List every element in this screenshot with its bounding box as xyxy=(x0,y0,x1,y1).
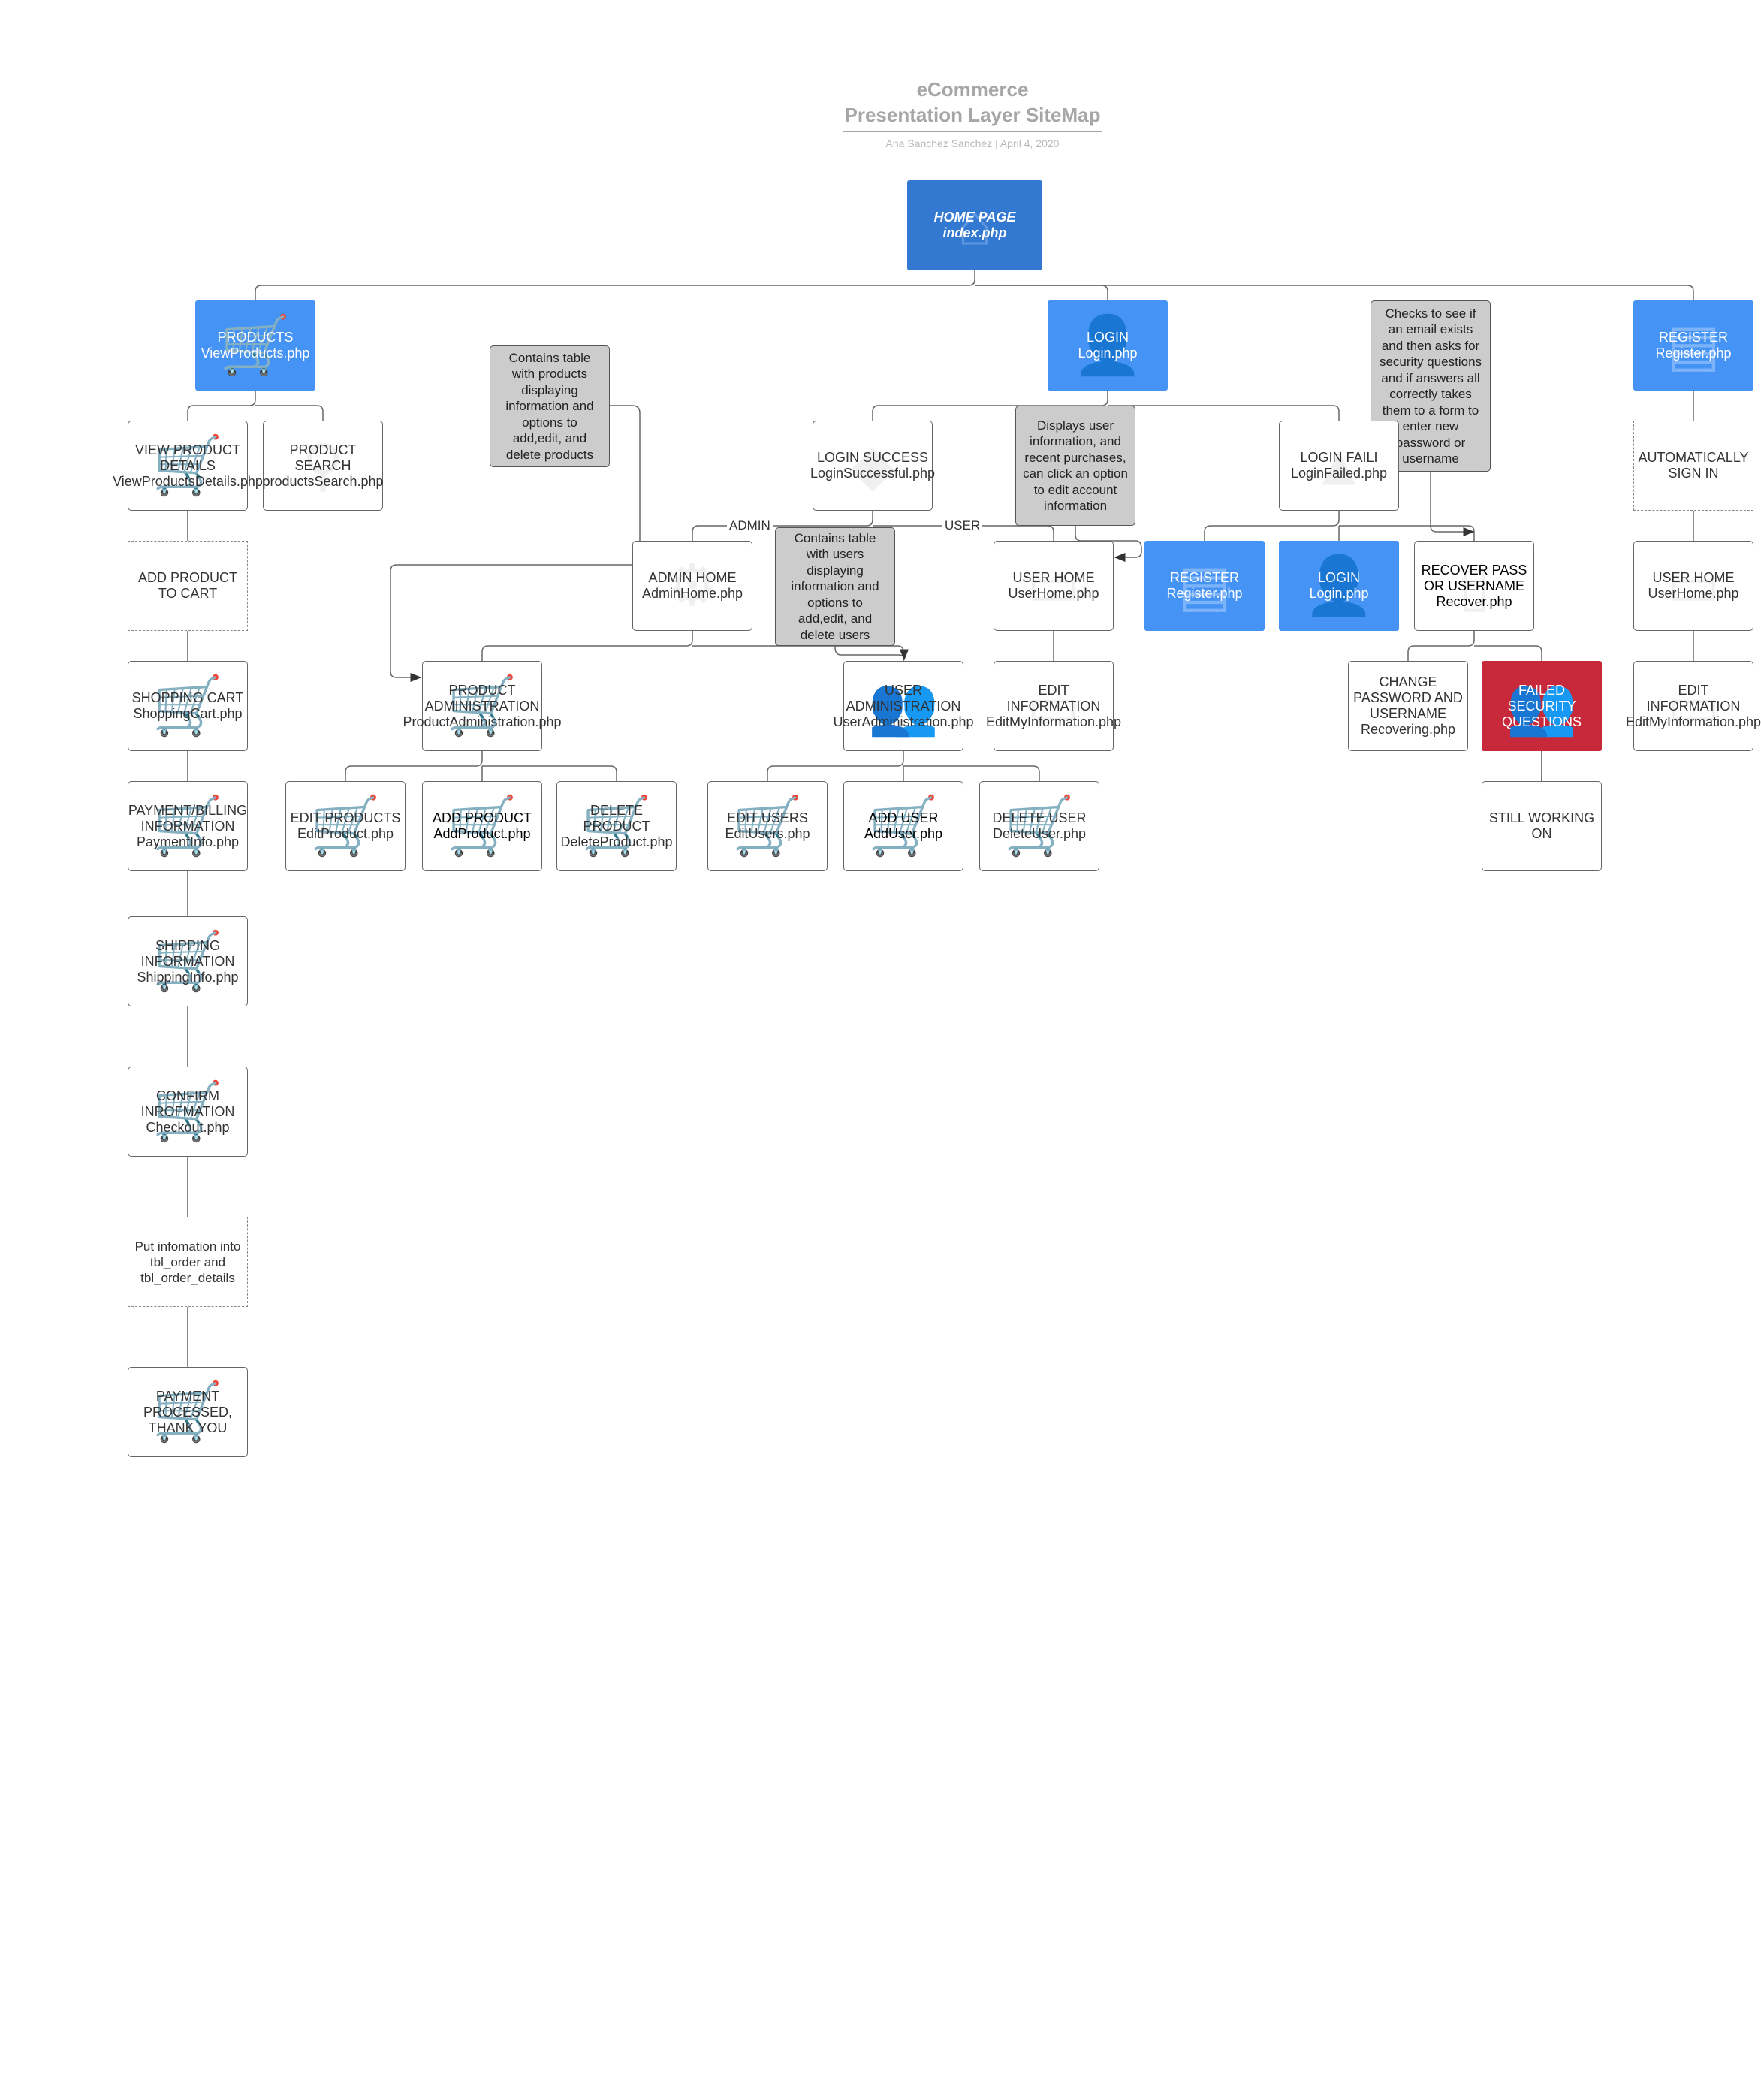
delete-product-node[interactable]: 🛒 DELETE PRODUCT DeleteProduct.php xyxy=(556,781,677,871)
admin-home-node[interactable]: ⚙ ADMIN HOME AdminHome.php xyxy=(632,541,752,631)
change-password-node[interactable]: CHANGE PASSWORD AND USERNAME Recovering.… xyxy=(1348,661,1468,751)
note-line: can click an option xyxy=(1023,466,1128,481)
edit-information-node-right[interactable]: ▭ EDIT INFORMATION EditMyInformation.php xyxy=(1626,661,1761,751)
note-line: correctly takes xyxy=(1389,387,1472,401)
shipping-info-node[interactable]: 🛒 SHIPPING INFORMATION ShippingInfo.php xyxy=(128,916,248,1006)
recover-node[interactable]: ▯ RECOVER PASS OR USERNAME Recover.php xyxy=(1414,541,1534,631)
user-home-node[interactable]: ▭ USER HOME UserHome.php xyxy=(994,541,1114,631)
note-line: Displays user xyxy=(1036,418,1114,433)
edit-information-node[interactable]: ▭ EDIT INFORMATION EditMyInformation.php xyxy=(986,661,1121,751)
view-product-details-node[interactable]: 🛒 VIEW PRODUCT DETAILS ViewProductsDetai… xyxy=(113,421,263,511)
note-line: with users xyxy=(806,547,864,562)
note-line: information xyxy=(1043,499,1108,513)
diagram-title: eCommerce xyxy=(916,78,1029,101)
login-node-2[interactable]: 👤 LOGIN Login.php xyxy=(1279,541,1399,631)
product-search-node[interactable]: ⚲ PRODUCT SEARCH productsSearch.php xyxy=(262,421,384,511)
still-working-node[interactable]: STILL WORKING ON xyxy=(1482,781,1602,871)
add-to-cart-node[interactable]: ADD PRODUCT TO CART xyxy=(128,541,248,631)
login-node[interactable]: 👤 LOGIN Login.php xyxy=(1048,300,1168,391)
note-line: information, and xyxy=(1030,434,1121,448)
note-line: enter new xyxy=(1402,419,1459,433)
note-line: an email exists xyxy=(1388,322,1473,336)
note-line: Checks to see if xyxy=(1385,306,1476,321)
add-user-node[interactable]: 🛒 ADD USER AddUser.php xyxy=(843,781,963,871)
products-node[interactable]: 🛒 PRODUCTS ViewProducts.php xyxy=(195,300,315,391)
auto-sign-in-node[interactable]: AUTOMATICALLY SIGN IN xyxy=(1633,421,1753,511)
diagram-subtitle: Presentation Layer SiteMap xyxy=(843,102,1102,132)
note-line: Contains table xyxy=(794,530,876,545)
note-line: recent purchases, xyxy=(1024,450,1126,465)
note-line: and if answers all xyxy=(1381,370,1480,385)
payment-billing-node[interactable]: 🛒 PAYMENT/BILLING INFORMATION PaymentInf… xyxy=(128,781,248,871)
note-line: delete products xyxy=(505,447,594,462)
note-line: Contains table xyxy=(508,350,591,365)
note-line: options to xyxy=(522,415,577,430)
note-line: and then asks for xyxy=(1381,338,1480,353)
home-page-node[interactable]: ⌂ HOME PAGE index.php xyxy=(907,180,1042,270)
note-line: add,edit, and xyxy=(512,431,587,446)
edge-label-admin: ADMIN xyxy=(727,518,773,533)
put-order-info-node[interactable]: Put infomation into tbl_order and tbl_or… xyxy=(128,1217,248,1307)
note-line: displaying xyxy=(521,382,578,397)
note-line: add,edit, and xyxy=(798,611,873,626)
confirm-info-node[interactable]: 🛒 CONFIRM INROFMATION Checkout.php xyxy=(128,1067,248,1157)
diagram-title-block: eCommerce Presentation Layer SiteMap Ana… xyxy=(826,77,1119,152)
register-node-2[interactable]: ▤ REGISTER Register.php xyxy=(1144,541,1265,631)
note-line: information and xyxy=(505,399,594,414)
failed-security-questions-node[interactable]: 👥 FAILED SECURITY QUESTIONS xyxy=(1482,661,1602,751)
delete-user-node[interactable]: 🛒 DELETE USER DeleteUser.php xyxy=(979,781,1099,871)
diagram-byline: Ana Sanchez Sanchez | April 4, 2020 xyxy=(885,137,1060,149)
user-administration-node[interactable]: 👥 USER ADMINISTRATION UserAdministration… xyxy=(833,661,974,751)
edit-users-node[interactable]: 🛒 EDIT USERS EditUsers.php xyxy=(707,781,828,871)
note-line: delete users xyxy=(800,627,870,642)
edge-label-user: USER xyxy=(942,518,983,533)
note-line: displaying xyxy=(807,563,864,578)
product-administration-node[interactable]: 🛒 PRODUCT ADMINISTRATION ProductAdminist… xyxy=(403,661,562,751)
login-failed-node[interactable]: ▲ LOGIN FAILI LoginFailed.php xyxy=(1279,421,1399,511)
note-line: them to a form to xyxy=(1382,403,1479,418)
note-line: username xyxy=(1402,451,1459,466)
login-success-node[interactable]: ◆ LOGIN SUCCESS LoginSuccessful.php xyxy=(810,421,935,511)
edit-products-node[interactable]: 🛒 EDIT PRODUCTS EditProduct.php xyxy=(285,781,406,871)
shopping-cart-node[interactable]: 🛒 SHOPPING CART ShoppingCart.php xyxy=(128,661,248,751)
note-line: password or xyxy=(1395,435,1466,450)
register-node[interactable]: ▤ REGISTER Register.php xyxy=(1633,300,1753,391)
note-line: security questions xyxy=(1379,355,1482,369)
note-line: with products xyxy=(511,367,588,382)
add-product-node[interactable]: 🛒 ADD PRODUCT AddProduct.php xyxy=(422,781,542,871)
payment-processed-node[interactable]: 🛒 PAYMENT PROCESSED, THANK YOU xyxy=(128,1367,248,1457)
user-home-node-right[interactable]: ▭ USER HOME UserHome.php xyxy=(1633,541,1753,631)
note-line: options to xyxy=(807,595,863,610)
note-line: information and xyxy=(791,579,879,594)
note-line: to edit account xyxy=(1033,482,1117,497)
